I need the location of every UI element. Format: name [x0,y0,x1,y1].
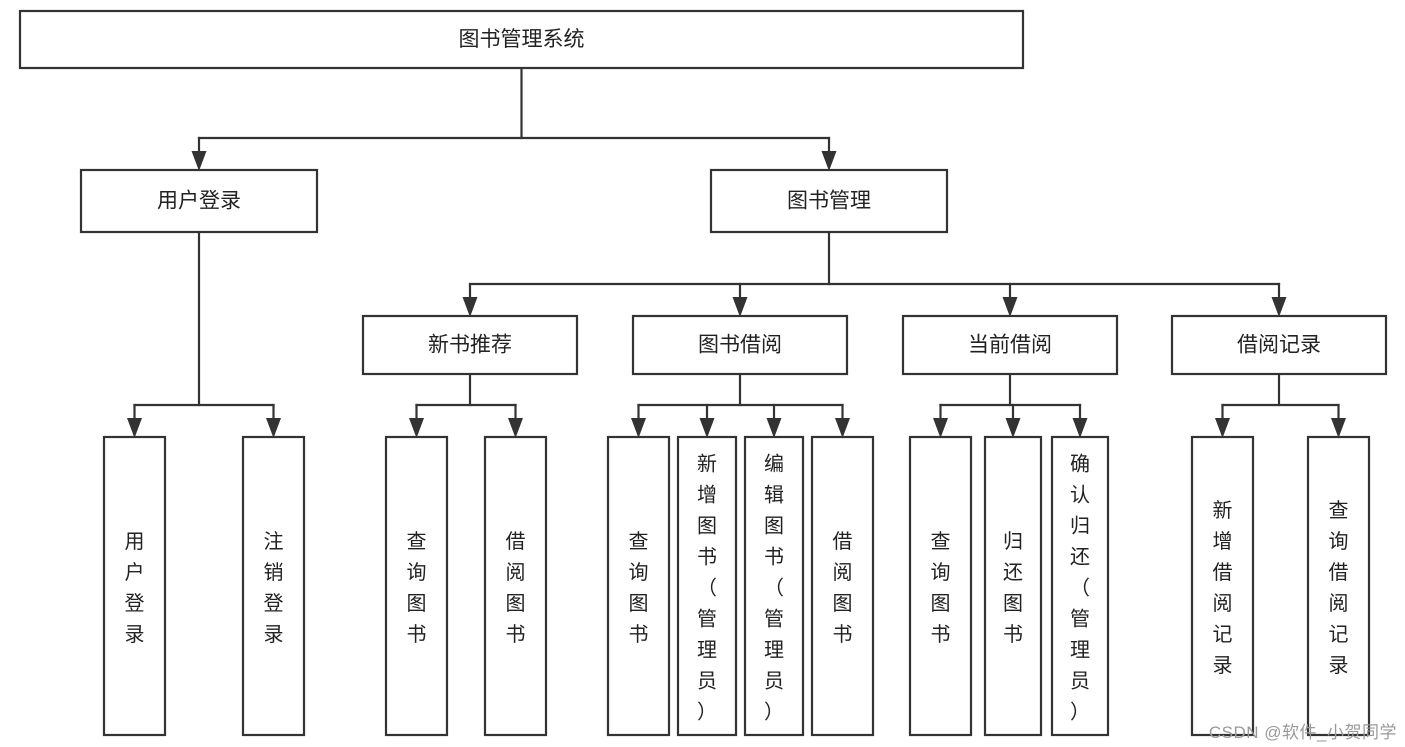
node-box[interactable] [1050,435,1110,737]
node-box[interactable] [631,314,849,376]
connector-layer [127,66,1346,438]
node-current-borrow[interactable]: 当前借阅 [901,314,1119,376]
node-label: 查询图书 [407,530,427,646]
node-leaf-borrow-book[interactable]: 借阅图书 [810,435,875,737]
node-label: 借阅图书 [506,530,526,646]
node-label: 注销登录 [264,530,284,646]
connector-group-book-manage [462,230,1287,317]
arrow-head-icon [766,418,782,438]
arrow-head-icon [508,418,523,438]
node-label: 借阅图书 [833,530,853,646]
node-label: 编辑图书（管理员） [764,453,784,724]
node-layer: 图书管理系统用户登录图书管理新书推荐图书借阅当前借阅借阅记录用户登录注销登录查询… [18,9,1388,737]
connector-group-new-book-recommend [409,372,523,438]
node-label: 图书管理 [787,190,871,213]
arrow-head-icon [462,297,478,317]
node-box[interactable] [676,435,738,737]
arrow-head-icon [1331,418,1346,438]
arrow-head-icon [191,151,207,171]
node-box[interactable] [384,435,449,737]
node-box[interactable] [18,9,1025,70]
node-user-login[interactable]: 用户登录 [79,168,319,234]
arrow-head-icon [699,418,715,438]
node-leaf-edit-book[interactable]: 编辑图书（管理员） [743,435,805,737]
node-label: 新书推荐 [428,334,512,357]
node-box[interactable] [483,435,548,737]
node-box[interactable] [1170,314,1388,376]
arrow-head-icon [835,418,850,438]
connector-group-root [191,66,837,171]
arrow-head-icon [1002,297,1018,317]
node-box[interactable] [709,168,949,234]
arrow-head-icon [1005,418,1021,438]
node-label: 查询借阅记录 [1329,499,1349,677]
arrow-head-icon [1271,297,1287,317]
connector-group-borrow-record [1215,372,1346,438]
node-label: 查询图书 [931,530,951,646]
arrow-head-icon [732,297,748,317]
arrow-head-icon [1072,418,1088,438]
node-leaf-query-borrow-record[interactable]: 查询借阅记录 [1306,435,1371,737]
node-new-book-recommend[interactable]: 新书推荐 [361,314,579,376]
arrow-head-icon [631,418,646,438]
node-book-borrow[interactable]: 图书借阅 [631,314,849,376]
watermark-text: CSDN @软件_小贺同学 [1208,723,1397,742]
node-book-manage[interactable]: 图书管理 [709,168,949,234]
node-label: 用户登录 [125,531,145,646]
node-label: 新增图书（管理员） [697,453,717,724]
connector-group-book-borrow [631,372,850,438]
node-box[interactable] [79,168,319,234]
node-leaf-add-borrow-record[interactable]: 新增借阅记录 [1190,435,1255,737]
node-box[interactable] [102,435,167,737]
arrow-head-icon [266,418,281,438]
arrow-head-icon [821,151,837,171]
node-label: 当前借阅 [968,334,1052,357]
node-box[interactable] [983,435,1043,737]
connector-group-user-login [127,230,281,438]
connector-group-current-borrow [933,372,1088,438]
node-label: 归还图书 [1003,530,1023,646]
node-label: 借阅记录 [1237,334,1321,357]
node-root-root[interactable]: 图书管理系统 [18,9,1025,70]
node-leaf-confirm-return[interactable]: 确认归还（管理员） [1050,435,1110,737]
node-box[interactable] [361,314,579,376]
arrow-head-icon [127,418,142,438]
node-leaf-user-login[interactable]: 用户登录 [102,435,167,737]
node-box[interactable] [901,314,1119,376]
arrow-head-icon [933,418,948,438]
node-box[interactable] [1190,435,1255,737]
node-box[interactable] [1306,435,1371,737]
node-box[interactable] [810,435,875,737]
node-borrow-record[interactable]: 借阅记录 [1170,314,1388,376]
node-label: 图书借阅 [698,334,782,357]
node-label: 确认归还（管理员） [1070,453,1090,724]
node-leaf-query-book-current[interactable]: 查询图书 [908,435,973,737]
node-label: 用户登录 [157,190,241,213]
arrow-head-icon [409,418,424,438]
node-box[interactable] [606,435,671,737]
node-label: 图书管理系统 [459,28,585,51]
arrow-head-icon [1215,418,1230,438]
node-leaf-query-book-borrow[interactable]: 查询图书 [606,435,671,737]
node-leaf-return-book[interactable]: 归还图书 [983,435,1043,737]
node-leaf-borrow-book-rec[interactable]: 借阅图书 [483,435,548,737]
node-leaf-logout[interactable]: 注销登录 [241,435,306,737]
node-box[interactable] [908,435,973,737]
node-box[interactable] [241,435,306,737]
node-leaf-add-book[interactable]: 新增图书（管理员） [676,435,738,737]
node-box[interactable] [743,435,805,737]
node-label: 新增借阅记录 [1213,499,1233,677]
node-label: 查询图书 [629,530,649,646]
node-leaf-query-book-rec[interactable]: 查询图书 [384,435,449,737]
